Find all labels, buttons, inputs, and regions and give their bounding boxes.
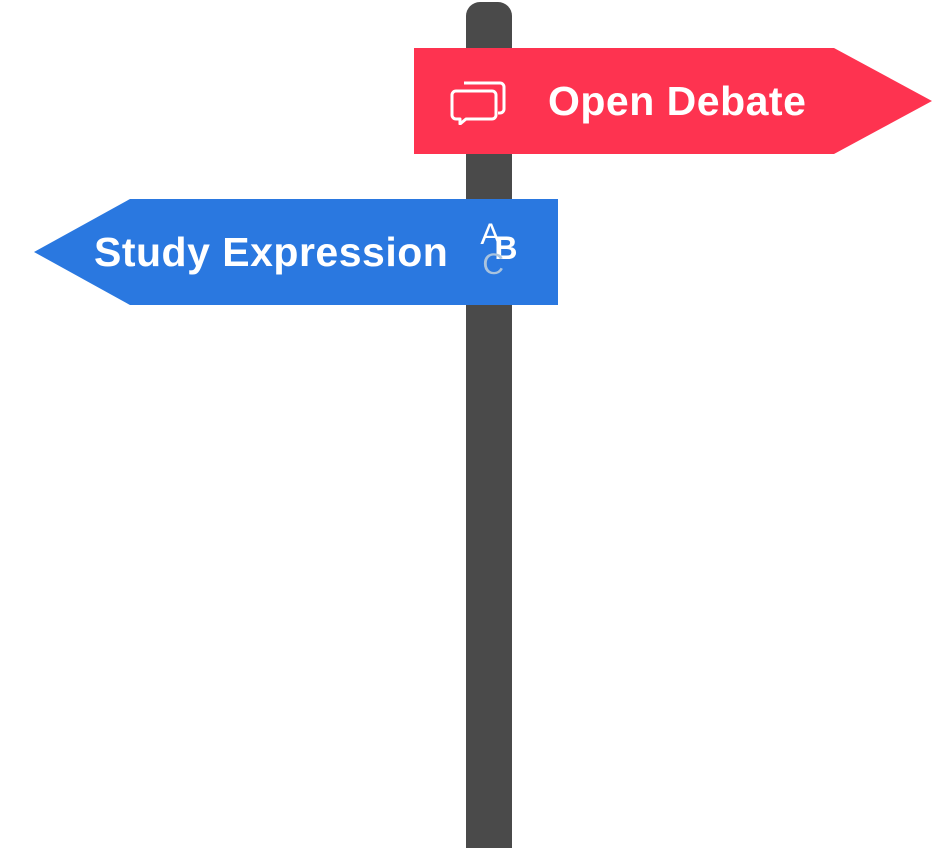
study-expression-sign[interactable]: Study Expression A B C [34,199,558,305]
chat-bubbles-icon [450,81,506,125]
abc-letter-b: B [494,230,518,266]
abc-letter-c: C [482,248,504,281]
open-debate-sign[interactable]: Open Debate [414,48,932,154]
abc-letter-a: A [480,218,501,251]
study-expression-label: Study Expression [94,228,449,275]
open-debate-label: Open Debate [548,77,807,124]
abc-letters-icon: A B C [480,220,532,284]
